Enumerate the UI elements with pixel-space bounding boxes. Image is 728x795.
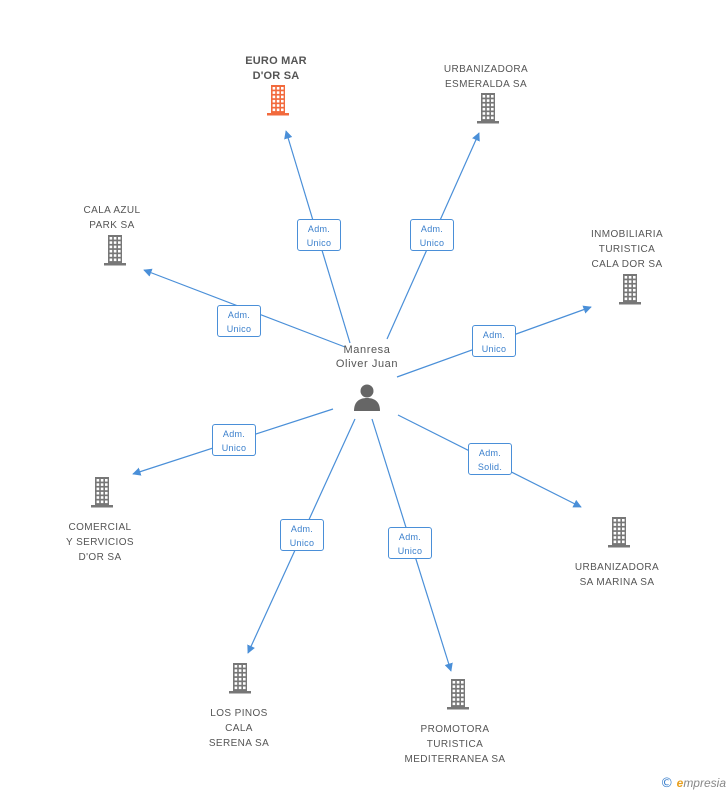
company-label-urbanizadora-marina[interactable]: URBANIZADORA SA MARINA SA bbox=[575, 560, 659, 590]
building-icon-urbanizadora-esmeralda[interactable] bbox=[473, 92, 503, 129]
edge-label-role: Adm. bbox=[290, 524, 314, 534]
company-name-line: Y SERVICIOS bbox=[66, 537, 134, 548]
building-icon-urbanizadora-marina[interactable] bbox=[604, 516, 634, 553]
company-name-line: INMOBILIARIA bbox=[590, 229, 664, 240]
center-person-name-line1: Manresa bbox=[343, 344, 391, 356]
edge-label-type: Unico bbox=[289, 538, 315, 548]
footer-credit: © empresia bbox=[660, 776, 726, 791]
edge-label-type: Solid. bbox=[477, 462, 503, 472]
edge-label-promotora[interactable]: Adm. Unico bbox=[388, 527, 432, 559]
building-icon-inmobiliaria[interactable] bbox=[615, 273, 645, 310]
company-name-line: TURISTICA bbox=[598, 244, 656, 255]
building-icon-cala-azul[interactable] bbox=[100, 234, 130, 271]
edge-label-type: Unico bbox=[226, 324, 252, 334]
building-icon-promotora[interactable] bbox=[443, 678, 473, 715]
company-name-line: EURO MAR bbox=[245, 55, 307, 67]
edge-label-type: Unico bbox=[397, 546, 423, 556]
building-icon-comercial[interactable] bbox=[87, 476, 117, 513]
company-name-line: D'OR SA bbox=[252, 70, 300, 82]
edge-label-role: Adm. bbox=[420, 224, 444, 234]
edge-label-type: Unico bbox=[481, 344, 507, 354]
edge-label-role: Adm. bbox=[222, 429, 246, 439]
edge-label-euro-mar[interactable]: Adm. Unico bbox=[297, 219, 341, 251]
company-label-inmobiliaria[interactable]: INMOBILIARIA TURISTICA CALA DOR SA bbox=[591, 227, 663, 272]
brand-logo-text: mpresia bbox=[683, 776, 726, 790]
company-label-comercial[interactable]: COMERCIAL Y SERVICIOS D'OR SA bbox=[66, 520, 134, 565]
edge-label-role: Adm. bbox=[227, 310, 251, 320]
edge-label-role: Adm. bbox=[478, 448, 502, 458]
building-icon-euro-mar[interactable] bbox=[263, 84, 293, 121]
company-name-line: MEDITERRANEA SA bbox=[404, 754, 506, 765]
edge-label-role: Adm. bbox=[398, 532, 422, 542]
company-name-line: D'OR SA bbox=[78, 552, 122, 563]
company-name-line: PARK SA bbox=[89, 220, 135, 231]
company-name-line: CALA DOR SA bbox=[591, 259, 663, 270]
company-name-line: SERENA SA bbox=[208, 738, 270, 749]
company-label-los-pinos[interactable]: LOS PINOS CALA SERENA SA bbox=[209, 706, 269, 751]
company-name-line: ESMERALDA SA bbox=[444, 79, 528, 90]
edge-label-role: Adm. bbox=[482, 330, 506, 340]
company-name-line: CALA bbox=[225, 723, 253, 734]
company-name-line: TURISTICA bbox=[426, 739, 484, 750]
edge-label-role: Adm. bbox=[307, 224, 331, 234]
company-name-line: URBANIZADORA bbox=[443, 64, 529, 75]
edge-label-type: Unico bbox=[419, 238, 445, 248]
edge-label-cala-azul[interactable]: Adm. Unico bbox=[217, 305, 261, 337]
edge-label-comercial[interactable]: Adm. Unico bbox=[212, 424, 256, 456]
center-person-name-line2: Oliver Juan bbox=[335, 358, 399, 370]
edge-label-type: Unico bbox=[221, 443, 247, 453]
building-icon-los-pinos[interactable] bbox=[225, 662, 255, 699]
company-label-euro-mar[interactable]: EURO MAR D'OR SA bbox=[245, 54, 307, 84]
copyright-icon: © bbox=[660, 776, 674, 791]
company-name-line: COMERCIAL bbox=[68, 522, 132, 533]
edge-label-urbanizadora-esmeralda[interactable]: Adm. Unico bbox=[410, 219, 454, 251]
edge-label-type: Unico bbox=[306, 238, 332, 248]
company-label-cala-azul[interactable]: CALA AZUL PARK SA bbox=[84, 203, 141, 233]
company-name-line: URBANIZADORA bbox=[574, 562, 660, 573]
person-icon[interactable] bbox=[353, 383, 381, 411]
brand-logo-initial: e bbox=[676, 776, 684, 790]
company-name-line: PROMOTORA bbox=[420, 724, 490, 735]
company-name-line: CALA AZUL bbox=[83, 205, 141, 216]
company-name-line: SA MARINA SA bbox=[579, 577, 655, 588]
center-person-label[interactable]: Manresa Oliver Juan bbox=[336, 343, 398, 371]
edge-label-inmobiliaria[interactable]: Adm. Unico bbox=[472, 325, 516, 357]
edge-label-urbanizadora-marina[interactable]: Adm. Solid. bbox=[468, 443, 512, 475]
company-label-promotora[interactable]: PROMOTORA TURISTICA MEDITERRANEA SA bbox=[404, 722, 505, 767]
company-name-line: LOS PINOS bbox=[210, 708, 268, 719]
company-label-urbanizadora-esmeralda[interactable]: URBANIZADORA ESMERALDA SA bbox=[444, 62, 528, 92]
edge-label-los-pinos[interactable]: Adm. Unico bbox=[280, 519, 324, 551]
